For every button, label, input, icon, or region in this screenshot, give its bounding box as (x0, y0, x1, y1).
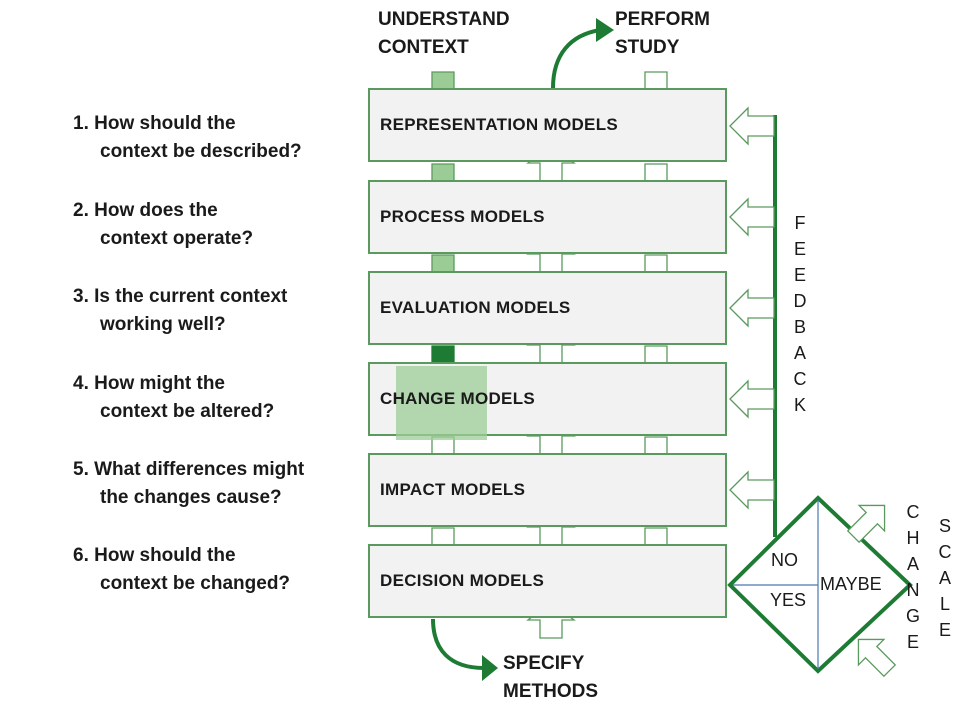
question-4: 4. How might the context be altered? (73, 370, 274, 426)
feedback-arrow-process (729, 197, 775, 237)
question-5-line1: 5. What differences might (73, 459, 305, 480)
change-models-box: CHANGE MODELS (368, 362, 727, 440)
change-letter: H (906, 528, 920, 548)
feedback-letter: D (793, 291, 807, 311)
question-3-line2: working well? (100, 314, 226, 335)
scale-letter: S (938, 516, 951, 536)
change-arrow-up (846, 504, 886, 544)
scale-letter: C (938, 542, 952, 562)
question-6: 6. How should the context be changed? (73, 542, 290, 598)
change-letter: C (906, 502, 920, 522)
specify-methods-label: SPECIFY METHODS (503, 650, 598, 706)
change-arrow-up-shape (846, 504, 886, 544)
understand-line2: CONTEXT (378, 37, 469, 58)
change-letter: N (906, 580, 920, 600)
scale-label: S C A L E (935, 513, 955, 643)
scale-letter: L (939, 594, 950, 614)
evaluation-models-box: EVALUATION MODELS (368, 271, 727, 345)
feedback-letter: F (794, 213, 806, 233)
question-1: 1. How should the context be described? (73, 110, 302, 166)
specify-methods-arrowhead (482, 655, 498, 681)
decision-no-label: NO (771, 550, 798, 570)
question-2-line1: 2. How does the (73, 200, 218, 221)
feedback-arrow-evaluation (729, 288, 775, 328)
change-letter: A (906, 554, 919, 574)
decision-yes-label: YES (770, 590, 807, 610)
representation-models-box: REPRESENTATION MODELS (368, 88, 727, 162)
scale-letter: E (938, 620, 951, 640)
question-5-line2: the changes cause? (100, 487, 282, 508)
understand-line1: UNDERSTAND (378, 9, 510, 30)
feedback-letter: C (793, 369, 807, 389)
decision-models-label: DECISION MODELS (380, 571, 545, 590)
impact-models-label: IMPACT MODELS (380, 480, 526, 499)
perform-study-arrow (551, 28, 601, 89)
perform-study-arrowhead (596, 18, 614, 42)
feedback-letter: B (793, 317, 806, 337)
specify-line1: SPECIFY (503, 653, 585, 674)
change-letter: E (906, 632, 919, 652)
specify-line2: METHODS (503, 681, 598, 702)
decision-diamond (727, 495, 913, 674)
scale-letter: A (938, 568, 951, 588)
perform-line2: STUDY (615, 37, 680, 58)
feedback-arrow-impact (729, 470, 775, 510)
feedback-label: F E E D B A C K (790, 210, 810, 418)
feedback-letter: E (793, 265, 806, 285)
feedback-letter: K (793, 395, 806, 415)
question-2: 2. How does the context operate? (73, 197, 253, 253)
decision-maybe-label: MAYBE (820, 574, 882, 594)
change-label: C H A N G E (903, 499, 923, 655)
change-arrow-down (857, 638, 897, 678)
question-3: 3. Is the current context working well? (73, 283, 287, 339)
feedback-letter: A (793, 343, 806, 363)
representation-models-label: REPRESENTATION MODELS (380, 115, 619, 134)
change-arrow-down-shape (857, 638, 897, 678)
impact-models-box: IMPACT MODELS (368, 453, 727, 527)
question-1-line1: 1. How should the (73, 113, 236, 134)
question-4-line1: 4. How might the (73, 373, 225, 394)
question-6-line2: context be changed? (100, 573, 291, 594)
question-2-line2: context operate? (100, 228, 254, 249)
perform-line1: PERFORM (615, 9, 710, 30)
process-models-label: PROCESS MODELS (380, 207, 545, 226)
change-models-highlight (396, 366, 487, 440)
question-6-line1: 6. How should the (73, 545, 236, 566)
process-models-box: PROCESS MODELS (368, 180, 727, 254)
question-1-line2: context be described? (100, 141, 302, 162)
perform-study-label: PERFORM STUDY (615, 6, 710, 62)
change-letter: G (905, 606, 920, 626)
evaluation-models-label: EVALUATION MODELS (380, 298, 571, 317)
feedback-arrow-change (729, 379, 775, 419)
feedback-arrow-representation (729, 106, 775, 146)
understand-context-label: UNDERSTAND CONTEXT (378, 6, 510, 62)
question-5: 5. What differences might the changes ca… (73, 456, 304, 512)
feedback-letter: E (793, 239, 806, 259)
specify-methods-arrow (431, 618, 485, 670)
change-models-label: CHANGE MODELS (380, 389, 536, 408)
question-3-line1: 3. Is the current context (73, 286, 288, 307)
decision-models-box: DECISION MODELS (368, 544, 727, 618)
question-4-line2: context be altered? (100, 401, 275, 422)
